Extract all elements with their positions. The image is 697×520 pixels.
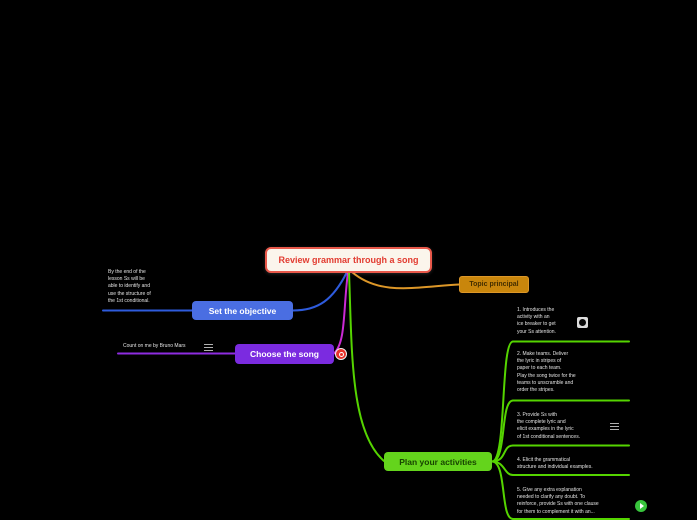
link-plan-item-1 [491, 340, 514, 463]
plan-activities-node[interactable]: Plan your activities [384, 452, 492, 471]
image-icon[interactable] [577, 317, 588, 328]
link-plan-item-2 [491, 399, 514, 463]
root-topic[interactable]: Review grammar through a song [265, 247, 432, 273]
topic-principal-node[interactable]: Topic principal [459, 276, 529, 293]
objective-note-text[interactable]: By the end of the lesson Ss will be able… [108, 269, 151, 304]
plan-item-1-text[interactable]: 1. Introduces the activity with an ice b… [517, 307, 556, 335]
priority-icon[interactable] [335, 348, 347, 360]
link-objective [292, 271, 348, 312]
notes-icon[interactable] [204, 344, 213, 351]
plan-item-2-text[interactable]: 2. Make teams. Deliver the lyric in stri… [517, 351, 576, 394]
plan-item-3-text[interactable]: 3. Provide Ss with the complete lyric an… [517, 412, 581, 440]
audio-icon[interactable] [635, 500, 647, 512]
choose-song-node[interactable]: Choose the song [235, 344, 334, 364]
link-plan [348, 271, 385, 462]
plan-item-5-text[interactable]: 5. Give any extra explanation needed to … [517, 487, 599, 515]
notes-icon[interactable] [610, 423, 619, 430]
set-objective-node[interactable]: Set the objective [192, 301, 293, 320]
plan-item-4-text[interactable]: 4. Elicit the grammatical structure and … [517, 457, 593, 471]
song-note-text[interactable]: Count on me by Bruno Mars [123, 343, 186, 349]
link-topic [351, 271, 460, 290]
image-icon-dot [579, 319, 586, 326]
priority-icon-ring [338, 351, 344, 357]
link-plan-item-5 [491, 460, 514, 520]
audio-icon-play-triangle [639, 503, 644, 509]
